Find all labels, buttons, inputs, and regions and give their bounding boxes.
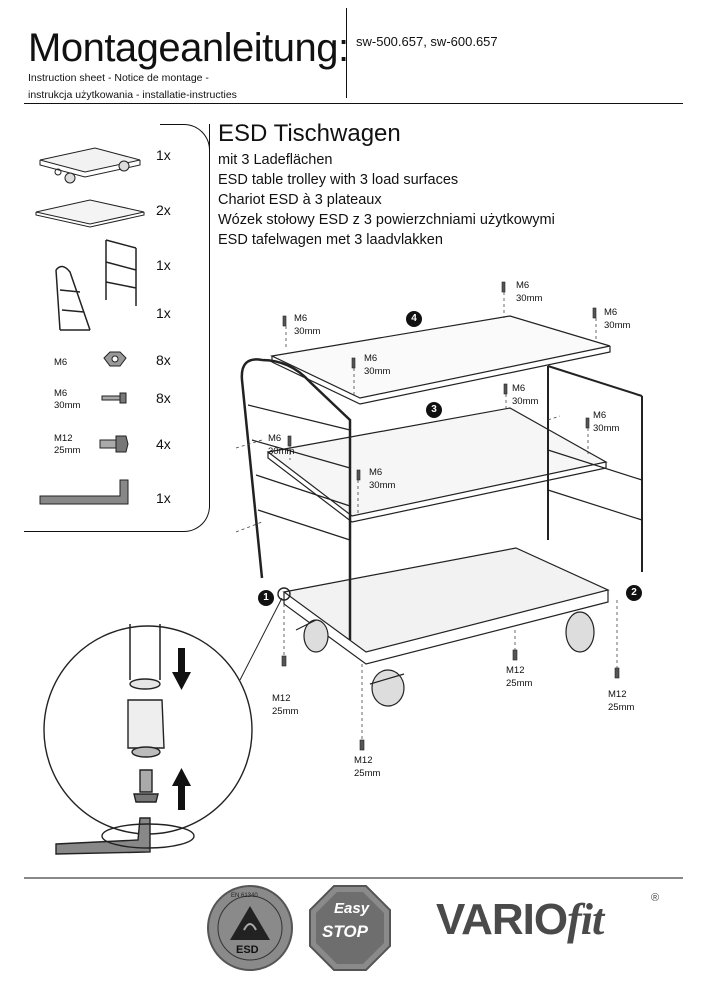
side-frame-icon — [105, 239, 137, 306]
product-desc-pl: Wózek stołowy ESD z 3 powierzchniami uży… — [218, 212, 555, 228]
part-qty-base: 1x — [156, 147, 171, 163]
trolley-base-icon — [39, 147, 141, 184]
part-qty-side-frame: 1x — [156, 257, 171, 273]
subtitle-line-2: instrukcja użytkowania - installatie-ins… — [28, 89, 237, 101]
step-marker-4: 4 — [406, 311, 422, 327]
header-divider — [346, 8, 347, 98]
part-qty-shelf: 2x — [156, 202, 171, 218]
esd-badge-ring-text: EN 61340 — [231, 893, 258, 899]
step-marker-1: 1 — [258, 590, 274, 606]
brand-fit: fit — [567, 895, 604, 944]
product-desc-fr: Chariot ESD à 3 plateaux — [218, 192, 382, 208]
parts-list-panel — [24, 124, 210, 532]
guide-lines — [235, 292, 618, 740]
part-label-m6-screw: M6 30mm — [54, 388, 81, 411]
part-label-nut: M6 — [54, 357, 68, 368]
esd-badge-icon — [207, 885, 293, 971]
product-title: ESD Tischwagen — [218, 120, 401, 147]
m6-screw-icon — [101, 392, 127, 404]
part-qty-allen-key: 1x — [156, 490, 171, 506]
subtitle-line-1: Instruction sheet - Notice de montage - — [28, 72, 209, 84]
easystop-line-1: Easy — [334, 900, 370, 917]
esd-badge-text: ESD — [236, 944, 259, 956]
allen-key-icon — [39, 479, 129, 505]
model-numbers: sw-500.657, sw-600.657 — [356, 34, 498, 49]
step-marker-2: 2 — [626, 585, 642, 601]
part-qty-handle: 1x — [156, 305, 171, 321]
easystop-line-2: STOP — [322, 922, 368, 941]
part-qty-m6-screw: 8x — [156, 390, 171, 406]
hex-nut-icon — [103, 351, 127, 367]
part-qty-nut: 8x — [156, 352, 171, 368]
detail-magnifier — [43, 587, 291, 855]
trolley-drawing — [240, 315, 643, 707]
step-marker-3: 3 — [426, 402, 442, 418]
product-desc-en: ESD table trolley with 3 load surfaces — [218, 172, 459, 188]
product-desc-nl: ESD tafelwagen met 3 laadvlakken — [218, 232, 443, 248]
m12-screw-icon — [99, 435, 129, 453]
up-arrow-icon — [172, 768, 191, 810]
document-title: Montageanleitung: — [28, 26, 349, 70]
parts-panel-corner — [160, 124, 210, 174]
brand-registered-mark: ® — [651, 892, 660, 904]
easystop-badge-icon — [309, 885, 391, 971]
down-arrow-icon — [172, 648, 191, 690]
brand-main: VARIO — [436, 895, 568, 944]
screw-markers — [281, 281, 620, 751]
header-rule — [24, 103, 683, 104]
part-qty-m12-screw: 4x — [156, 436, 171, 452]
product-desc-de: mit 3 Ladeflächen — [218, 152, 333, 168]
handle-frame-icon — [55, 265, 91, 331]
shelf-panel-icon — [35, 199, 145, 228]
part-label-m12-screw: M12 25mm — [54, 433, 81, 456]
brand-logo: VARIOfit — [436, 894, 604, 945]
